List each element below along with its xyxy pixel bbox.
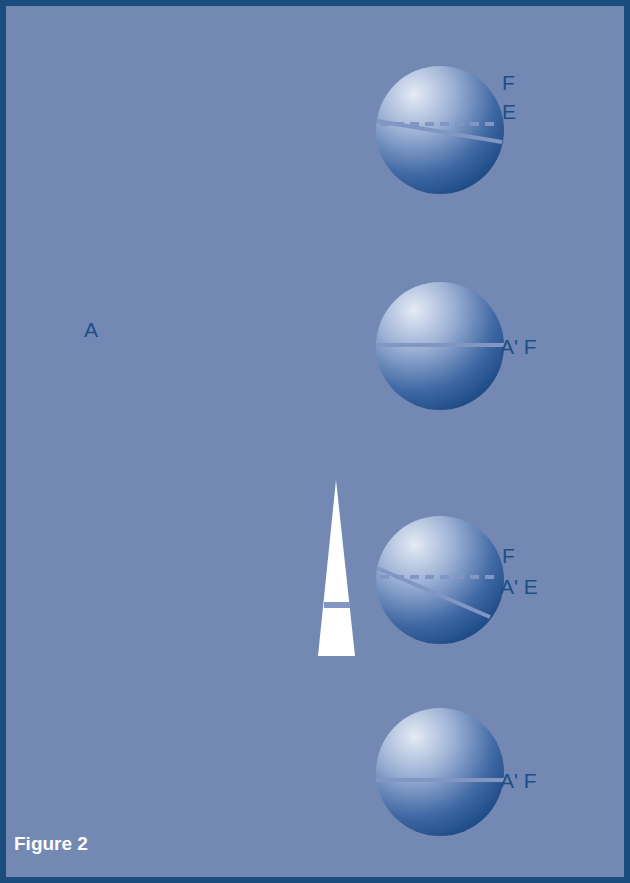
point-label: A — [84, 319, 98, 340]
figure-caption: Figure 2 — [14, 834, 88, 853]
panel: FEAA' FFA' EA' FFigure 2 — [6, 6, 624, 877]
axis — [376, 778, 504, 782]
point-label: E — [502, 101, 516, 122]
point-label: F — [502, 545, 515, 566]
sphere — [376, 66, 504, 194]
sphere-illustration — [6, 6, 624, 877]
tilted-axis — [377, 121, 502, 142]
sphere — [376, 282, 504, 410]
point-label: A' F — [500, 336, 537, 357]
point-label: F — [502, 72, 515, 93]
sphere — [376, 516, 504, 644]
axis — [376, 343, 504, 347]
point-label: A' E — [500, 576, 538, 597]
point-label: A' F — [500, 770, 537, 791]
tilted-axis — [377, 568, 490, 617]
sphere — [376, 708, 504, 836]
prism-band — [324, 602, 350, 608]
prism — [318, 480, 355, 656]
